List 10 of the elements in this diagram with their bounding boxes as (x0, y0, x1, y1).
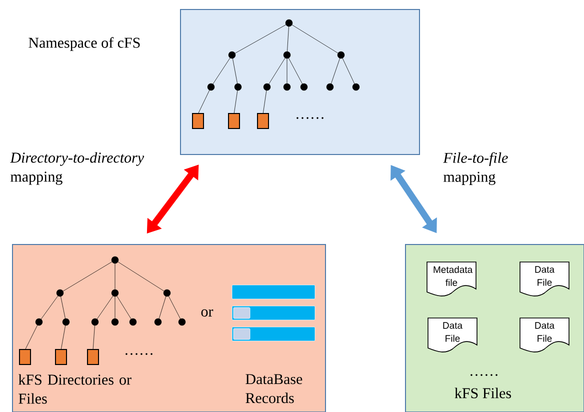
edge-label: File-to-file mapping (443, 152, 508, 185)
ellipsis: …… (470, 374, 498, 376)
ellipsis: …… (296, 117, 324, 119)
heading: Namespace of cFS (28, 37, 140, 51)
node-label: DataBase Records (246, 374, 302, 404)
ellipsis: …… (126, 353, 152, 355)
edge-label: Directory-to-directory mapping (10, 152, 144, 185)
node-label: kFS Files (454, 388, 511, 398)
node-label: kFS Directories or Files (18, 374, 132, 404)
or-label: or (201, 309, 214, 317)
